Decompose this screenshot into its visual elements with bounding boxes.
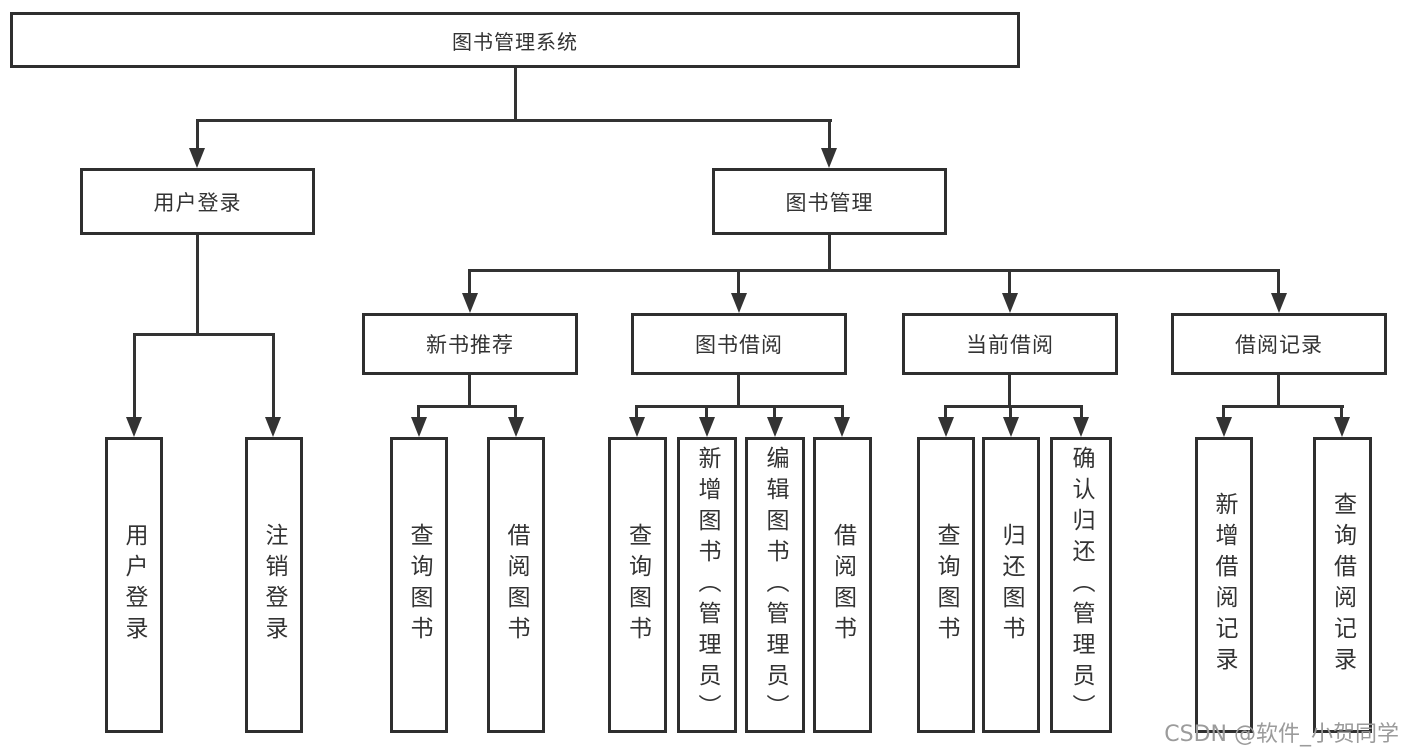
connector-root-drop-right [828,119,831,150]
connector-login-stub [196,235,199,336]
node-user-login: 用户登录 [80,168,315,235]
arrowhead-icon [1073,417,1089,437]
connector-s2-stub [1008,375,1011,408]
connector-mgmt-stub [828,235,831,272]
connector-s0-drop-2 [514,405,517,421]
arrowhead-icon [731,293,747,313]
leaf-user-login-label: 用户登录 [121,523,147,647]
node-root-label: 图书管理系统 [452,29,578,54]
arrowhead-icon [938,417,954,437]
connector-s1-drop-1 [635,405,638,421]
leaf-newbook-borrow-books-label: 借阅图书 [503,523,529,647]
arrowhead-icon [126,417,142,437]
node-current-borrowing-label: 当前借阅 [966,333,1054,357]
connector-login-drop-1 [133,333,136,419]
connector-s1-drop-3 [773,405,776,421]
connector-s2-drop-1 [944,405,947,421]
node-user-login-label: 用户登录 [153,190,242,215]
connector-mgmt-hline [468,269,1280,272]
leaf-confirm-return-admin: 确认归还（管理员） [1050,437,1112,733]
connector-login-drop-2 [272,333,275,419]
leaf-borrowing-borrow-books-label: 借阅图书 [829,523,856,647]
connector-mgmt-drop-1 [468,269,471,295]
node-book-borrowing: 图书借阅 [631,313,847,375]
leaf-add-books-admin: 新增图书（管理员） [677,437,737,733]
leaf-edit-books-admin: 编辑图书（管理员） [745,437,805,733]
arrowhead-icon [629,417,645,437]
arrowhead-icon [1271,293,1287,313]
connector-s0-hline [417,405,517,408]
arrowhead-icon [462,293,478,313]
connector-s3-drop-1 [1222,405,1225,421]
leaf-borrowing-query-books: 查询图书 [608,437,667,733]
leaf-add-borrow-record-label: 新增借阅记录 [1211,492,1237,678]
connector-s2-drop-2 [1009,405,1012,421]
node-new-book-recommend: 新书推荐 [362,313,578,375]
connector-mgmt-drop-3 [1008,269,1011,295]
leaf-newbook-query-books-label: 查询图书 [406,523,432,647]
leaf-current-query-books: 查询图书 [917,437,975,733]
arrowhead-icon [1216,417,1232,437]
node-new-book-recommend-label: 新书推荐 [426,333,514,357]
node-current-borrowing: 当前借阅 [902,313,1118,375]
node-root: 图书管理系统 [10,12,1020,68]
connector-mgmt-drop-2 [737,269,740,295]
node-book-borrowing-label: 图书借阅 [695,333,783,357]
connector-s3-stub [1277,375,1280,408]
leaf-logout-label: 注销登录 [261,523,287,647]
arrowhead-icon [265,417,281,437]
leaf-add-books-admin-label: 新增图书（管理员） [694,445,720,725]
connector-s2-hline [944,405,1083,408]
node-book-management-label: 图书管理 [785,190,874,215]
leaf-query-borrow-record-label: 查询借阅记录 [1329,492,1356,678]
arrowhead-icon [821,148,837,168]
connector-s1-drop-2 [705,405,708,421]
arrowhead-icon [1002,293,1018,313]
arrowhead-icon [834,417,850,437]
leaf-add-borrow-record: 新增借阅记录 [1195,437,1253,733]
connector-s3-drop-2 [1340,405,1343,421]
leaf-confirm-return-admin-label: 确认归还（管理员） [1068,445,1094,725]
arrowhead-icon [1334,417,1350,437]
connector-s1-drop-4 [841,405,844,421]
arrowhead-icon [189,148,205,168]
arrowhead-icon [411,417,427,437]
connector-s3-hline [1222,405,1344,408]
connector-login-hline [133,333,275,336]
leaf-borrowing-query-books-label: 查询图书 [624,523,651,647]
csdn-watermark: CSDN @软件_小贺同学 [1164,722,1399,747]
arrowhead-icon [767,417,783,437]
connector-root-stub [514,68,517,121]
node-borrow-records-label: 借阅记录 [1235,333,1323,357]
leaf-newbook-borrow-books: 借阅图书 [487,437,545,733]
arrowhead-icon [508,417,524,437]
connector-mgmt-drop-4 [1277,269,1280,295]
leaf-newbook-query-books: 查询图书 [390,437,448,733]
connector-s1-stub [737,375,740,408]
node-borrow-records: 借阅记录 [1171,313,1387,375]
leaf-current-query-books-label: 查询图书 [933,523,959,647]
connector-s0-stub [468,375,471,408]
connector-s1-hline [635,405,844,408]
leaf-user-login: 用户登录 [105,437,163,733]
connector-root-drop-left [196,119,199,150]
leaf-edit-books-admin-label: 编辑图书（管理员） [762,445,788,725]
leaf-borrowing-borrow-books: 借阅图书 [813,437,872,733]
leaf-logout: 注销登录 [245,437,303,733]
arrowhead-icon [1003,417,1019,437]
arrowhead-icon [699,417,715,437]
connector-s2-drop-3 [1080,405,1083,421]
leaf-query-borrow-record: 查询借阅记录 [1313,437,1372,733]
connector-s0-drop-1 [417,405,420,421]
node-book-management: 图书管理 [712,168,947,235]
leaf-return-books: 归还图书 [982,437,1040,733]
leaf-return-books-label: 归还图书 [998,523,1024,647]
connector-root-hline [196,119,832,122]
